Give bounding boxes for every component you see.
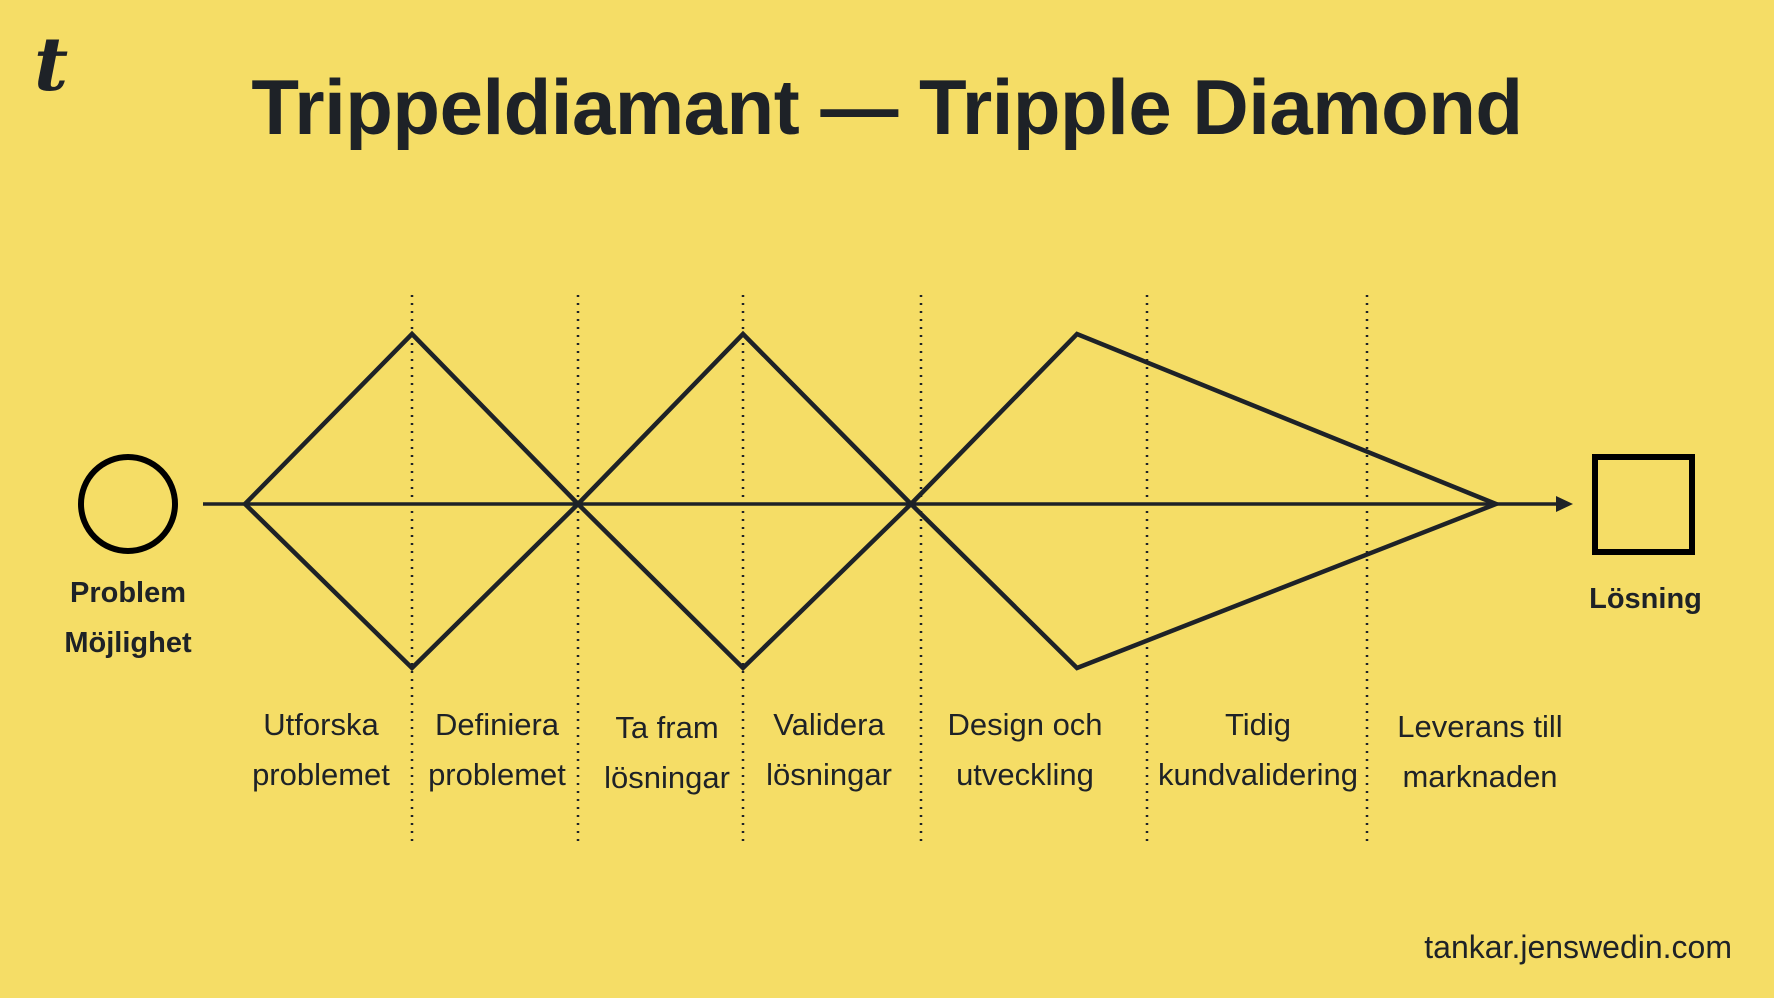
phase-label-line1: Ta fram [615, 710, 719, 745]
phase-label-line1: Validera [773, 707, 885, 742]
phase-label-line1: Tidig [1224, 707, 1292, 742]
phase-label-3: Ta fram lösningar [582, 703, 752, 803]
logo-icon: t [34, 22, 69, 108]
diamond-3 [907, 331, 1503, 671]
phase-label-1: Utforska problemet [235, 700, 407, 800]
diamond-2 [574, 330, 915, 672]
phase-label-line2: marknaden [1402, 759, 1558, 794]
phase-label-line1: Utforska [263, 707, 379, 742]
phase-label-5: Design och utveckling [935, 700, 1115, 800]
phase-label-4: Validera lösningar [748, 700, 910, 800]
start-label-line2: Möjlighet [64, 627, 192, 659]
phase-label-line2: utveckling [956, 757, 1094, 792]
phase-label-line1: Definiera [434, 707, 560, 742]
start-label: Problem Möjlighet [48, 568, 208, 668]
phase-label-line1: Leverans till [1397, 709, 1563, 744]
phase-label-2: Definiera problemet [416, 700, 578, 800]
phase-label-7: Leverans till marknaden [1372, 702, 1588, 802]
phase-label-6: Tidig kundvalidering [1148, 700, 1368, 800]
phase-label-line1: Design och [947, 707, 1103, 742]
page-title: Trippeldiamant — Tripple Diamond [251, 63, 1523, 151]
phase-label-line2: kundvalidering [1158, 757, 1358, 792]
phase-label-line2: problemet [252, 757, 390, 792]
end-label: Lösning [1568, 574, 1723, 624]
phase-label-line2: lösningar [604, 760, 730, 795]
start-circle-icon [78, 454, 178, 554]
arrow-head-icon [1556, 496, 1573, 512]
phase-label-line2: problemet [428, 757, 566, 792]
footer-url: tankar.jenswedin.com [1424, 929, 1732, 965]
start-label-line1: Problem [69, 577, 187, 609]
end-label-text: Lösning [1589, 583, 1702, 615]
end-square-icon [1592, 454, 1695, 555]
phase-label-line2: lösningar [766, 757, 892, 792]
